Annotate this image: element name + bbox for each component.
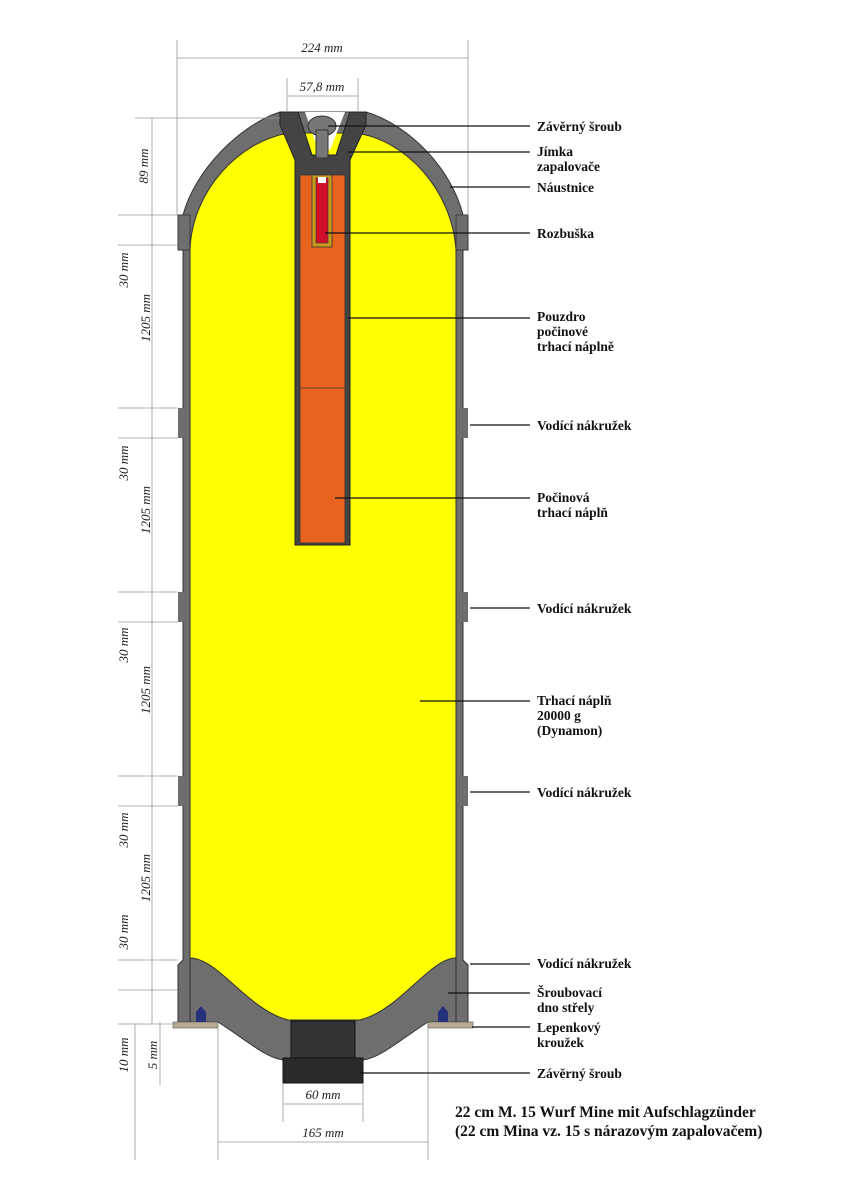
label-line: Rozbuška [537,226,595,241]
diagram-title: 22 cm M. 15 Wurf Mine mit Aufschlagzünde… [455,1103,762,1141]
label-line: Vodící nákružek [537,956,632,971]
guide-ring [462,776,468,806]
label-closing-screw: Závěrný šroub [537,119,622,134]
dim-fuze-width: 57,8 mm [300,79,345,94]
label-line: kroužek [537,1035,585,1050]
label-guide-ring: Vodící nákružek [537,956,631,971]
dim-section: 1205 mm [138,294,153,342]
dim-plug-width: 60 mm [305,1087,340,1102]
fuze-well [279,111,367,546]
dimension-lines [118,40,469,1160]
dim-ring: 30 mm [116,914,131,950]
guide-ring [462,592,468,622]
label-guide-ring: Vodící nákružek [537,601,631,616]
dim-overall-width: 224 mm [301,40,343,55]
label-base-closing-screw: Závěrný šroub [537,1066,622,1081]
label-line: trhací náplň [537,505,608,520]
label-line: Vodící nákružek [537,601,632,616]
guide-ring [178,592,184,622]
dim-base-10: 10 mm [116,1037,131,1072]
label-detonator: Rozbuška [537,226,594,241]
dim-nose-height: 89 mm [136,148,151,183]
dim-ring: 30 mm [116,627,131,663]
label-line: zapalovače [537,159,600,174]
dim-section: 1205 mm [138,666,153,714]
dim-section: 1205 mm [138,486,153,534]
dim-base-5: 5 mm [145,1041,160,1070]
label-line: Jímka [537,144,574,159]
label-line: trhací náplně [537,339,614,354]
dim-base-width: 165 mm [302,1125,344,1140]
title-line-1: 22 cm M. 15 Wurf Mine mit Aufschlagzünde… [455,1104,756,1121]
guide-ring [462,408,468,438]
dim-ring: 30 mm [116,812,131,848]
label-line: Závěrný šroub [537,1066,622,1081]
base-closing-screw [282,1057,364,1084]
bolt-icon [196,1006,206,1022]
cardboard-ring [427,1021,474,1029]
bolt-icon [438,1006,448,1022]
label-line: Trhací náplň [537,693,612,708]
dim-ring: 30 mm [116,252,131,288]
label-guide-ring: Vodící nákružek [537,418,631,433]
guide-ring [178,776,184,806]
label-line: Počinová [537,490,590,505]
label-line: 20000 g [537,708,581,723]
label-line: počinové [537,324,589,339]
dim-section: 1205 mm [138,854,153,902]
dim-ring: 30 mm [116,445,131,481]
label-line: Pouzdro [537,309,586,324]
cardboard-ring [172,1021,219,1029]
screw-base [189,957,457,1061]
label-line: Náustnice [537,180,594,195]
label-line: Vodící nákružek [537,785,632,800]
guide-ring [178,408,184,438]
label-line: Závěrný šroub [537,119,622,134]
leader-lines [325,125,530,1074]
label-line: Vodící nákružek [537,418,632,433]
title-line-2: (22 cm Mina vz. 15 s nárazovým zapalovač… [455,1123,763,1140]
label-guide-ring: Vodící nákružek [537,785,631,800]
label-line: Lepenkový [537,1020,601,1035]
label-line: dno střely [537,1000,595,1015]
label-line: Šroubovací [537,985,603,1000]
label-nose: Náustnice [537,180,594,195]
label-line: (Dynamon) [537,723,603,738]
base-plug [290,1020,356,1059]
